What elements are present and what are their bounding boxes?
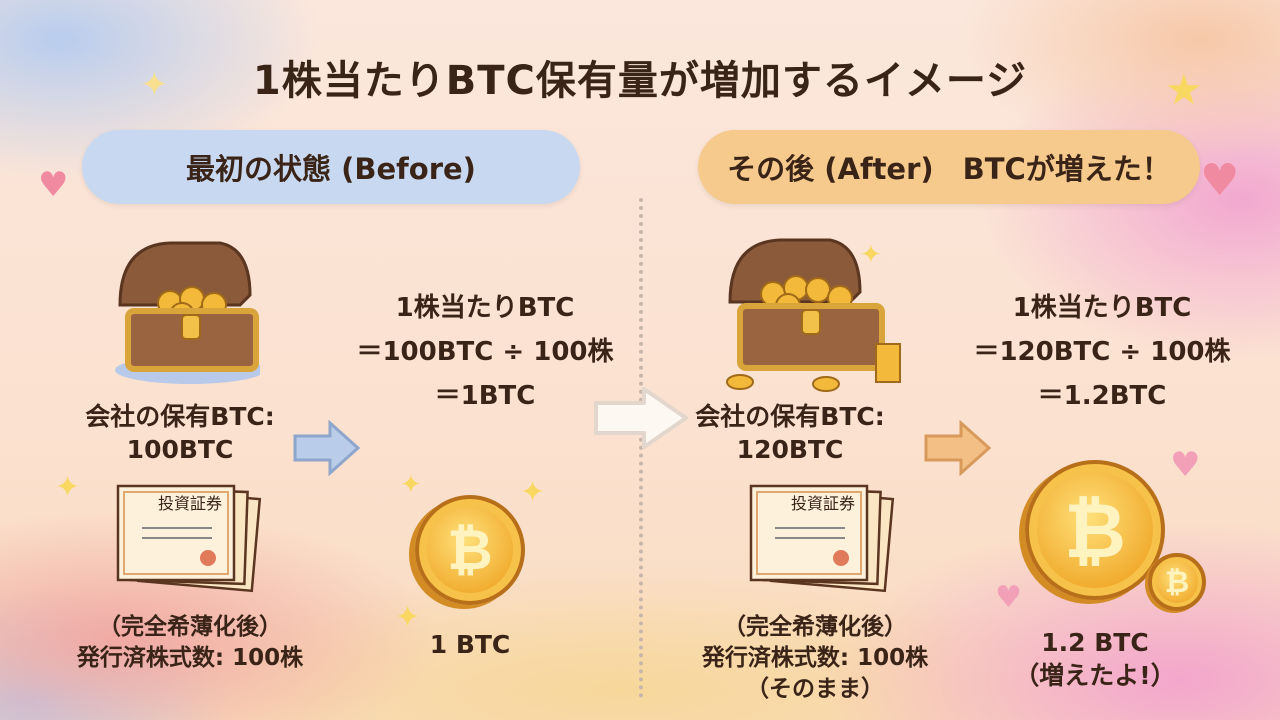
before-shares: （完全希薄化後） 発行済株式数: 100株 [40,612,340,674]
after-shares-unchanged: （そのまま） [746,676,884,702]
formula-line: ＝1BTC [434,381,536,411]
sparkle-icon: ✦ [400,470,422,500]
heart-icon: ♥ [1200,155,1240,206]
after-shares: （完全希薄化後） 発行済株式数: 100株 （そのまま） [665,612,965,705]
star-icon: ★ [1165,65,1203,114]
arrow-right-icon [924,420,992,476]
after-header: その後 (After) BTCが増えた！ [698,130,1200,204]
arrow-right-icon [293,420,361,476]
after-certificate-text: 投資証券 [790,494,855,513]
before-shares-count: 発行済株式数: 100株 [76,645,304,671]
bitcoin-coin-small-icon: ₿ [1148,553,1206,611]
bitcoin-coin-icon: ₿ [415,495,525,605]
before-shares-note: （完全希薄化後） [98,614,282,640]
after-shares-count: 発行済株式数: 100株 [701,645,929,671]
before-holdings: 会社の保有BTC: 100BTC [30,400,330,466]
treasure-chest-icon [115,241,260,384]
after-coin-note: （増えたよ!） [1014,661,1176,690]
share-certificate-icon [116,484,262,593]
before-holdings-value: 100BTC [126,435,234,464]
sparkle-icon: ✦ [860,240,882,270]
bitcoin-coin-large-icon: ₿ [1025,460,1165,600]
before-header: 最初の状態 (Before) [82,130,580,204]
sparkle-icon: ✦ [55,470,81,505]
sparkle-icon: ✦ [395,600,421,635]
before-holdings-label: 会社の保有BTC: [85,402,275,431]
formula-line: ＝100BTC ÷ 100株 [356,337,614,367]
before-coin-label: 1 BTC [429,630,511,659]
share-certificate-icon [749,484,895,593]
sparkle-icon: ✦ [520,475,546,510]
after-shares-note: （完全希薄化後） [723,614,907,640]
formula-line: ＝120BTC ÷ 100株 [973,337,1231,367]
after-holdings: 会社の保有BTC: 120BTC [640,400,940,466]
heart-icon: ♥ [1170,445,1201,485]
after-holdings-label: 会社の保有BTC: [695,402,885,431]
after-formula: 1株当たりBTC ＝120BTC ÷ 100株 ＝1.2BTC [932,286,1272,418]
after-coin-value: 1.2 BTC [1041,628,1149,657]
treasure-chest-full-icon [726,238,901,392]
transition-arrow-icon [594,387,688,449]
section-divider [639,198,643,698]
formula-line: 1株当たりBTC [1012,293,1192,323]
heart-icon: ♥ [995,580,1022,615]
after-holdings-value: 120BTC [736,435,844,464]
page-title: 1株当たりBTC保有量が増加するイメージ [252,58,1028,104]
before-formula: 1株当たりBTC ＝100BTC ÷ 100株 ＝1BTC [315,286,655,418]
formula-line: 1株当たりBTC [395,293,575,323]
formula-line: ＝1.2BTC [1037,381,1167,411]
before-certificate-text: 投資証券 [157,494,222,513]
after-coin-label: 1.2 BTC （増えたよ!） [945,626,1245,692]
sparkle-icon: ✦ [140,65,169,105]
heart-icon: ♥ [38,165,69,205]
